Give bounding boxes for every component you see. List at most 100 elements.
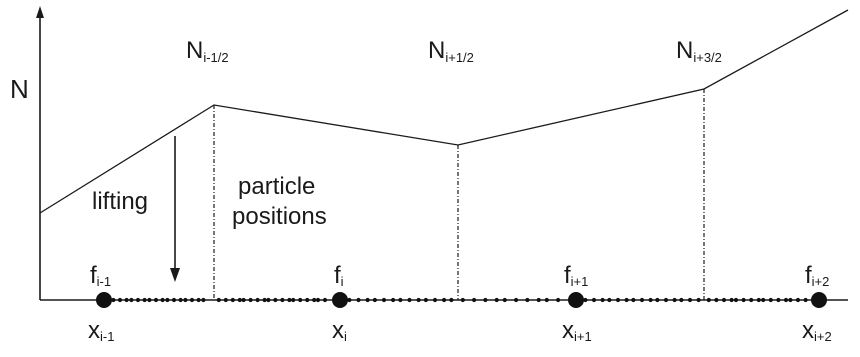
particle-dot xyxy=(639,297,645,303)
particle-dot xyxy=(600,297,605,303)
particle-dots xyxy=(111,297,808,303)
particle-dot xyxy=(165,297,170,303)
particle-dot xyxy=(142,297,147,303)
particle-dot xyxy=(153,297,159,303)
x-label-i-plus-1: xi+1 xyxy=(562,317,592,344)
particle-dot xyxy=(230,297,235,303)
particle-dot xyxy=(607,297,612,303)
particle-dot xyxy=(241,297,246,303)
particle-dot xyxy=(129,297,134,303)
particle-dot xyxy=(381,297,387,303)
particle-dot xyxy=(298,297,303,303)
particle-dot xyxy=(237,297,242,303)
interface-label-i-plus-three-halves: Ni+3/2 xyxy=(676,37,722,65)
f-label-i-minus-1: fi-1 xyxy=(90,262,111,289)
particle-dot xyxy=(262,297,267,303)
y-axis-arrowhead xyxy=(36,6,44,18)
particle-dot xyxy=(183,297,188,303)
particle-dot xyxy=(171,297,177,303)
particle-dot xyxy=(280,297,285,303)
particle-dot xyxy=(266,297,271,303)
particle-dot xyxy=(423,297,428,303)
particle-dot xyxy=(679,297,684,303)
particle-dot xyxy=(432,297,438,303)
particle-dot xyxy=(111,297,116,303)
particle-dot xyxy=(287,297,292,303)
particle-dot xyxy=(365,297,370,303)
particle-dot xyxy=(687,297,693,303)
particle-dot xyxy=(124,297,129,303)
particle-dot xyxy=(615,297,621,303)
particle-dot xyxy=(416,297,421,303)
x-label-i-minus-1: xi-1 xyxy=(88,317,114,344)
particle-dot xyxy=(583,297,588,303)
particle-dot xyxy=(216,297,221,303)
particle-dot xyxy=(749,297,754,303)
particle-dot xyxy=(356,297,361,303)
particle-dot xyxy=(312,297,317,303)
particle-dot xyxy=(756,297,761,303)
particle-dot xyxy=(178,297,183,303)
particle-dot xyxy=(322,297,328,303)
particle-dot xyxy=(768,297,773,303)
particle-dot xyxy=(494,297,499,303)
particle-dot xyxy=(483,297,488,303)
particle-dot xyxy=(514,297,519,303)
particle-dot xyxy=(117,297,123,303)
particle-dot xyxy=(729,297,734,303)
particle-dot xyxy=(472,297,477,303)
particle-dot xyxy=(525,297,530,303)
particle-dot xyxy=(761,297,766,303)
particle-dot xyxy=(147,297,152,303)
lifting-label: lifting xyxy=(92,188,148,215)
x-label-i-plus-2: xi+2 xyxy=(802,317,832,344)
particle-dot xyxy=(189,297,195,303)
f-label-i: fi xyxy=(334,262,344,289)
particle-dot xyxy=(315,297,321,303)
particle-dot xyxy=(391,297,396,303)
particle-dot xyxy=(536,297,541,303)
particle-dot xyxy=(803,297,808,303)
y-axis-label: N xyxy=(10,74,29,104)
particle-dot xyxy=(372,297,377,303)
particle-dot xyxy=(655,297,660,303)
f-label-i-plus-2: fi+2 xyxy=(805,262,829,289)
particle-dot xyxy=(201,297,206,303)
particle-dot xyxy=(733,297,739,303)
particle-dot xyxy=(556,297,561,303)
particle-dot xyxy=(648,297,653,303)
x-label-i: xi xyxy=(332,317,347,344)
particle-dot xyxy=(672,297,677,303)
particle-dot xyxy=(776,297,781,303)
particle-dot xyxy=(273,297,278,303)
particle-dot xyxy=(305,297,310,303)
particle-dot xyxy=(788,297,793,303)
particle-dot xyxy=(591,297,597,303)
particle-dot xyxy=(398,297,403,303)
particle-dot xyxy=(223,297,228,303)
particle-dot xyxy=(248,297,253,303)
particle-dot xyxy=(196,297,201,303)
particle-dot xyxy=(291,297,296,303)
particle-dot xyxy=(407,297,412,303)
particle-dot xyxy=(160,297,165,303)
particle-dot xyxy=(741,297,746,303)
particle-positions-line1: particle xyxy=(238,173,315,200)
interface-label-i-minus-half: Ni-1/2 xyxy=(186,37,229,65)
f-label-i-plus-1: fi+1 xyxy=(564,262,588,289)
particle-dot xyxy=(442,297,447,303)
node-x-i-plus-2 xyxy=(811,292,827,308)
particle-dot xyxy=(714,297,719,303)
particle-dot xyxy=(460,297,465,303)
particle-dot xyxy=(783,297,789,303)
node-x-i xyxy=(332,292,348,308)
particle-dot xyxy=(449,297,454,303)
particle-dot xyxy=(631,297,636,303)
particle-positions-line2: positions xyxy=(232,203,327,230)
particle-dot xyxy=(347,297,352,303)
particle-dot xyxy=(696,297,701,303)
particle-dot xyxy=(795,297,801,303)
particle-dot xyxy=(502,297,507,303)
